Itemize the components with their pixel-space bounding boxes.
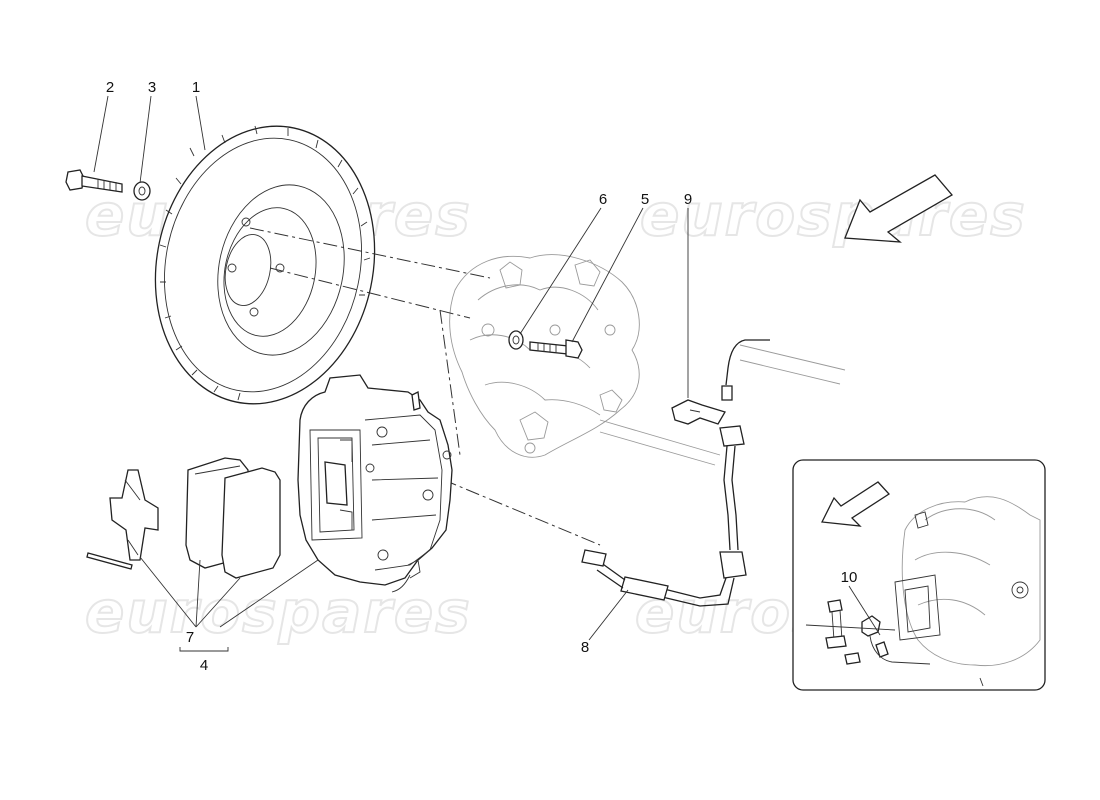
inset-detail <box>792 459 1046 691</box>
direction-arrow-icon <box>844 174 953 243</box>
disc-bolt <box>65 169 123 193</box>
brake-pad-rear <box>221 467 281 579</box>
caliper-bolt <box>529 339 583 359</box>
hose-bracket-clip <box>671 399 726 425</box>
watermark-top-right: eurospares <box>640 181 1027 249</box>
caliper-washer <box>508 330 524 350</box>
hub-upright-ghost <box>449 254 846 466</box>
callout-2: 2 <box>106 79 114 96</box>
callout-5: 5 <box>641 191 649 208</box>
inset-direction-arrow-icon <box>820 481 890 527</box>
brake-caliper <box>297 374 453 593</box>
callout-4: 4 <box>200 657 208 674</box>
callout-1: 1 <box>192 79 200 96</box>
callout-7: 7 <box>186 629 194 646</box>
callout-6: 6 <box>599 191 607 208</box>
washer <box>133 181 151 201</box>
pad-spring-clip <box>109 469 159 561</box>
callout-3: 3 <box>148 79 156 96</box>
leader-lines <box>93 95 881 652</box>
pad-retaining-pin <box>86 552 133 570</box>
brake-disc <box>154 125 376 405</box>
brake-hose <box>581 339 770 607</box>
callouts: 2 3 1 6 5 9 7 4 8 10 <box>106 79 858 674</box>
callout-10: 10 <box>841 569 858 586</box>
watermark-bottom-left: eurospares <box>85 578 472 646</box>
callout-9: 9 <box>684 191 692 208</box>
callout-8: 8 <box>581 639 589 656</box>
